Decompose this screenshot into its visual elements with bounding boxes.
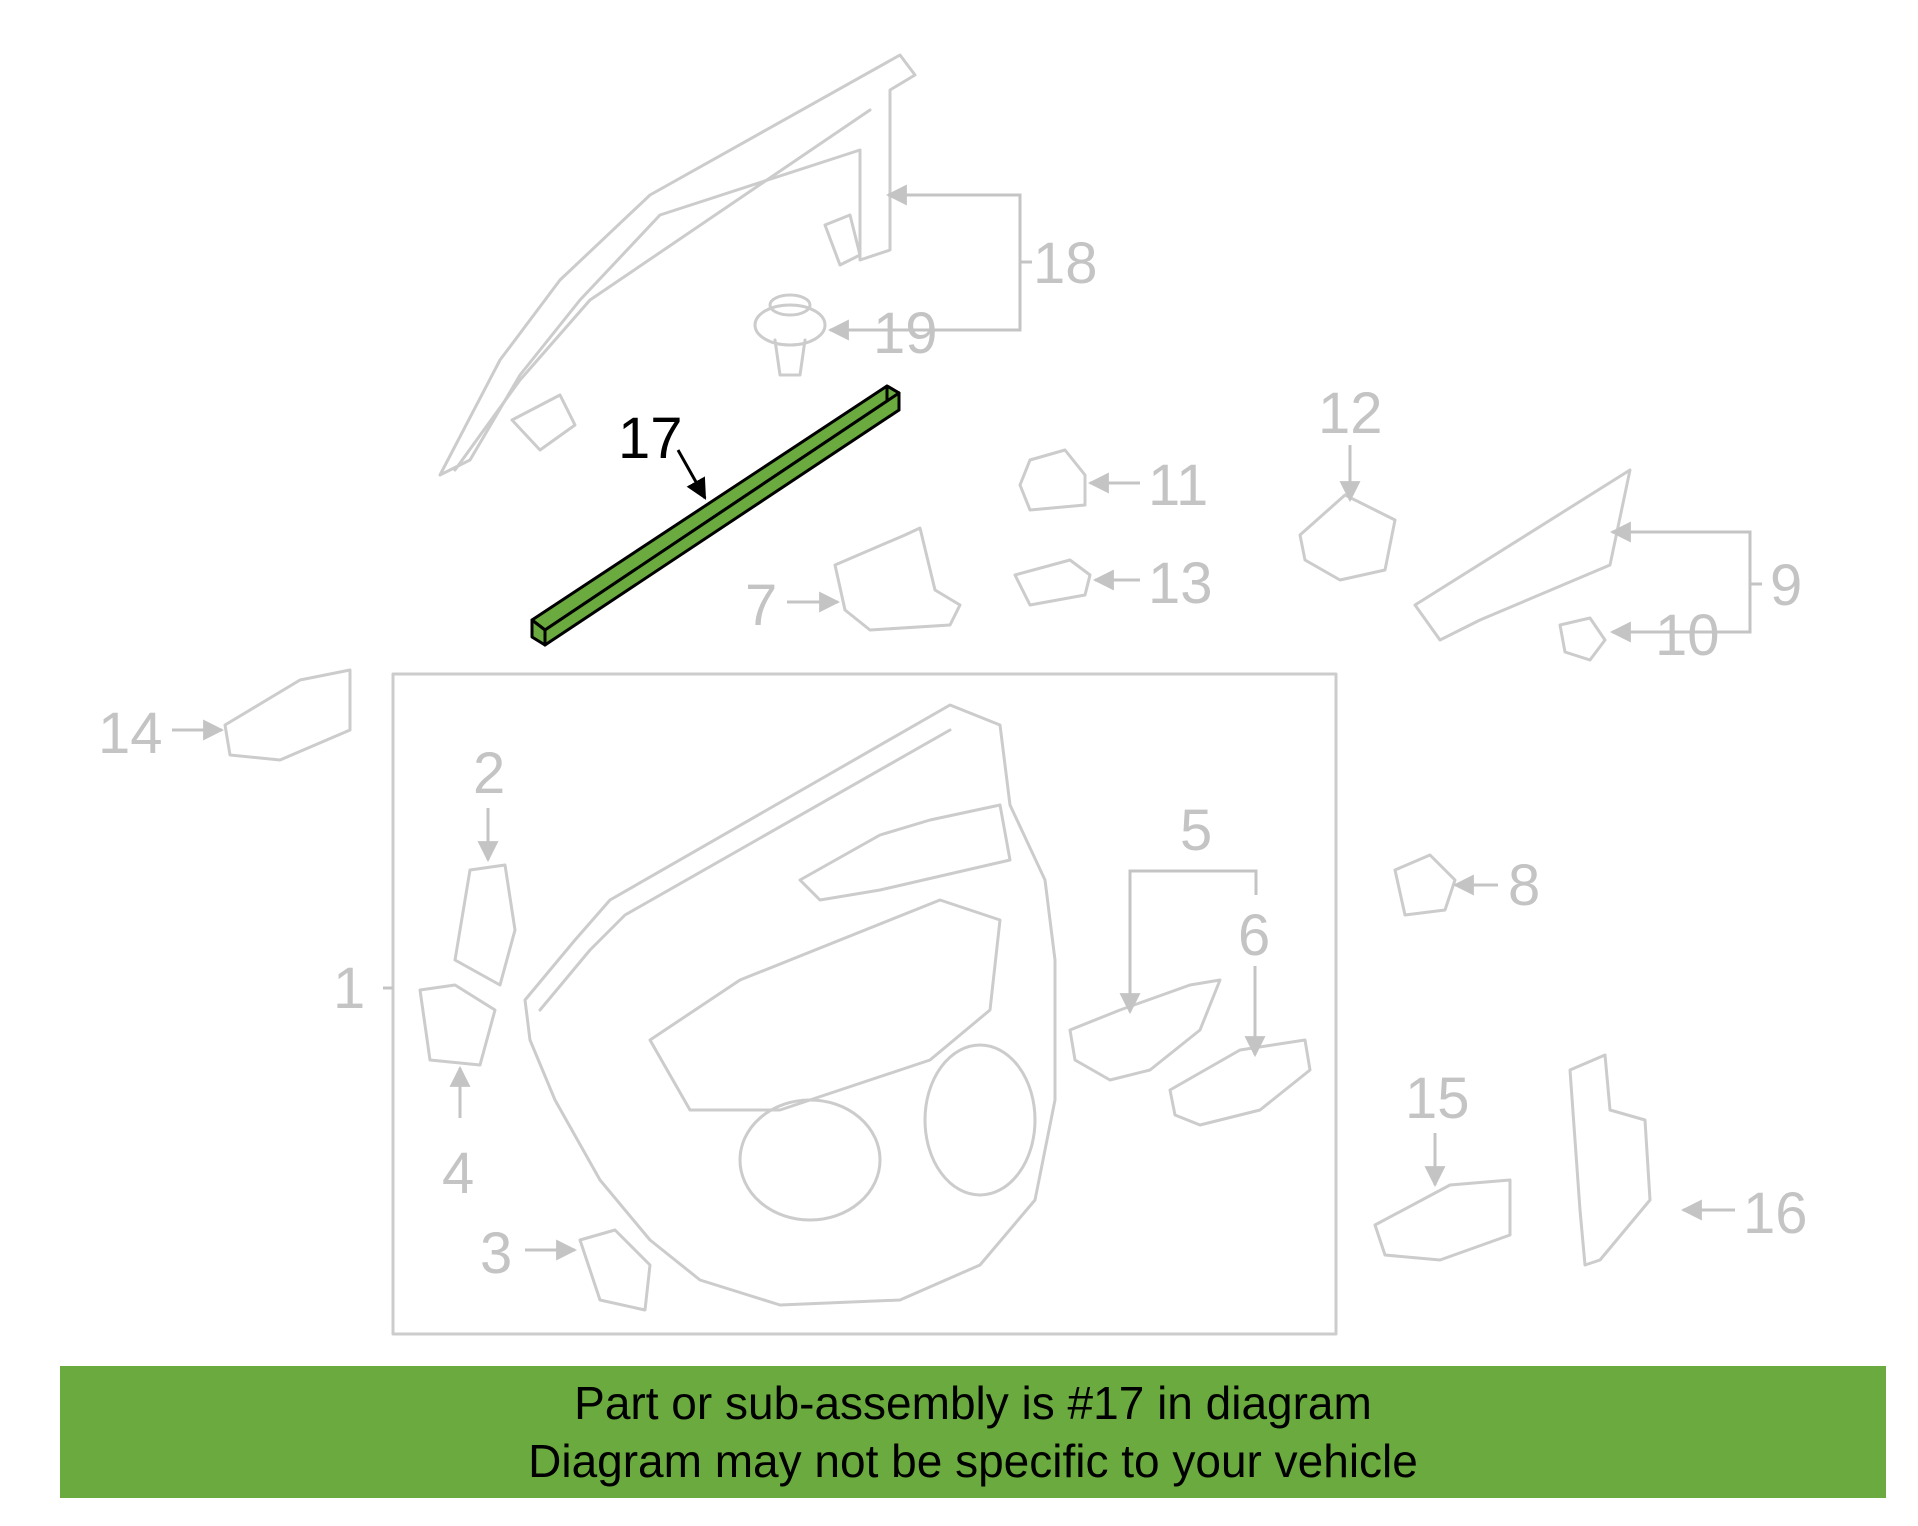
banner-line-2: Diagram may not be specific to your vehi… (528, 1435, 1418, 1487)
callout-6: 6 (1238, 903, 1270, 968)
door-panel-frame (391, 672, 1338, 1336)
handle-part-5 (1068, 978, 1222, 1082)
clip-part-2 (453, 863, 517, 987)
switch-part-12 (1298, 493, 1397, 582)
bracket-part-16 (1568, 1053, 1652, 1267)
callout-9: 9 (1770, 553, 1802, 618)
belt-weatherstrip-part (530, 384, 901, 647)
callout-18: 18 (1033, 231, 1098, 296)
callout-19: 19 (873, 301, 938, 366)
leader-line-17 (676, 449, 707, 500)
clip-part-3 (578, 1228, 652, 1312)
callout-16: 16 (1743, 1181, 1808, 1246)
callout-14: 14 (98, 701, 163, 766)
callout-10: 10 (1655, 603, 1720, 668)
callout-7: 7 (745, 573, 777, 638)
switch-part-13 (1013, 558, 1092, 607)
callout-17: 17 (618, 406, 683, 471)
callout-1: 1 (333, 956, 365, 1021)
bracket-part-14 (223, 668, 352, 762)
socket-part-15 (1373, 1178, 1512, 1262)
armrest-bezel-part (1413, 468, 1632, 642)
callout-3: 3 (480, 1221, 512, 1286)
push-clip-part (753, 293, 827, 377)
callout-5: 5 (1180, 798, 1212, 863)
door-trim-panel (523, 703, 1057, 1307)
bezel-insert-part (1558, 616, 1607, 662)
leader-lines (172, 184, 1762, 1261)
callout-12: 12 (1318, 381, 1383, 446)
callout-13: 13 (1148, 551, 1213, 616)
callout-11: 11 (1148, 453, 1208, 518)
callout-8: 8 (1508, 853, 1540, 918)
info-banner: Part or sub-assembly is #17 in diagram D… (60, 1366, 1886, 1498)
callout-2: 2 (473, 741, 505, 806)
switch-part-11 (1018, 448, 1087, 512)
clip-part-8 (1393, 853, 1457, 917)
handle-bezel-part-6 (1168, 1038, 1312, 1127)
callout-15: 15 (1405, 1066, 1470, 1131)
trim-cover-part (833, 526, 962, 632)
callout-4: 4 (442, 1141, 474, 1206)
bracket-part-4 (418, 983, 497, 1067)
window-frame-part (438, 53, 917, 477)
banner-line-1: Part or sub-assembly is #17 in diagram (574, 1377, 1372, 1429)
